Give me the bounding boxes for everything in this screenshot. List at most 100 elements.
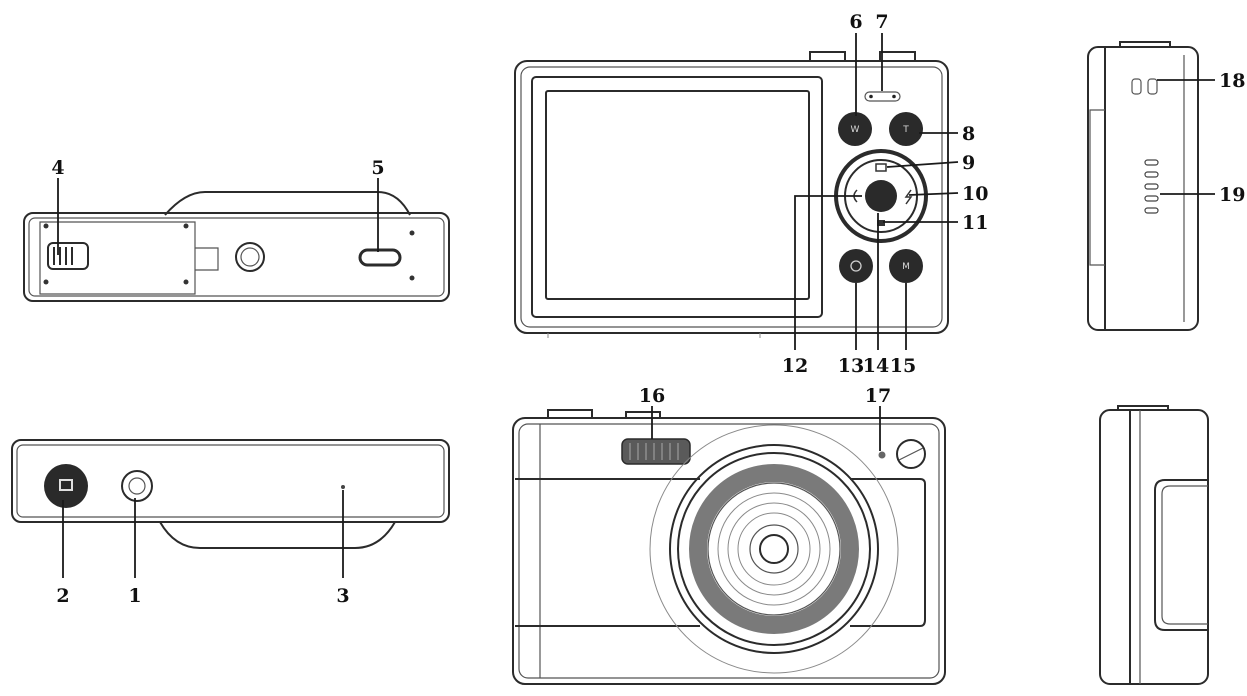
self-timer-led (878, 451, 886, 459)
playback-icon (850, 260, 862, 272)
side-grip-outline (1089, 109, 1105, 266)
leader-10 (908, 192, 959, 196)
lens-element (717, 492, 831, 606)
screw (409, 230, 415, 236)
front-view-inner-edge (518, 423, 940, 679)
lens-ring (689, 464, 859, 634)
lens-barrel (669, 444, 879, 654)
leader-12 (794, 195, 862, 350)
callout-9: 9 (962, 152, 975, 174)
side-view-body (1099, 409, 1209, 685)
shutter-button (121, 470, 153, 502)
ok-button (865, 180, 897, 212)
callout-4: 4 (51, 157, 64, 179)
side-door (1154, 479, 1208, 631)
zoom-out-button (838, 112, 872, 146)
camera-back-view: W T M (514, 51, 949, 338)
callout-18: 18 (1219, 70, 1245, 92)
front-top-bump (547, 409, 593, 418)
right-flash-icon (904, 189, 913, 205)
up-mode-icon (875, 163, 887, 172)
camera-bottom-view (11, 439, 450, 549)
battery-door-latch (47, 242, 89, 270)
menu-button (889, 249, 923, 283)
callout-numbers: 4 5 2 1 3 6 7 8 9 10 11 12 13 14 15 16 1… (51, 11, 1245, 607)
callout-10: 10 (962, 183, 988, 205)
callout-1: 1 (128, 585, 141, 607)
flash-window (621, 438, 691, 465)
lens-outer-guide (649, 424, 899, 674)
front-top-bump (625, 411, 661, 418)
camera-side-view-left (1099, 405, 1209, 685)
callout-13: 13 (838, 355, 864, 377)
lens-element (737, 512, 811, 586)
side-door-inner (1161, 485, 1208, 625)
power-icon (59, 479, 73, 491)
top-button-bump (809, 51, 846, 61)
screw (183, 279, 189, 285)
top-view-grip-hump (164, 191, 411, 216)
menu-glyph: M (902, 262, 910, 272)
callout-17: 17 (865, 385, 891, 407)
callout-2: 2 (56, 585, 69, 607)
callout-lines (57, 33, 1215, 578)
lcd-screen (545, 90, 810, 300)
front-lens-sensor (896, 439, 926, 469)
top-button-bump (879, 51, 916, 61)
back-view-body (514, 60, 949, 334)
lens-barrel-inner (677, 452, 871, 646)
callout-3: 3 (336, 585, 349, 607)
screw (43, 223, 49, 229)
callout-6: 6 (849, 11, 862, 33)
lens-element (727, 502, 821, 596)
callout-11: 11 (962, 212, 988, 234)
door-hinge (195, 247, 219, 271)
playback-button (839, 249, 873, 283)
shutter-button-inner (128, 477, 146, 495)
bottom-view-body (11, 439, 450, 523)
callout-15: 15 (890, 355, 916, 377)
camera-top-view (23, 191, 450, 302)
callout-5: 5 (371, 157, 384, 179)
lens-center (759, 534, 789, 564)
bottom-view-inner-edge (16, 444, 445, 518)
leader-9 (886, 161, 959, 168)
sensor-highlight (898, 447, 924, 461)
zoom-in-button (889, 112, 923, 146)
side-top-bump (1117, 405, 1169, 410)
tripod-socket (235, 242, 265, 272)
side-view-body (1087, 46, 1199, 331)
indicator-dot (892, 94, 896, 99)
strap-eyelet (1147, 78, 1158, 95)
battery-door (39, 221, 196, 295)
indicator-lights (864, 91, 901, 102)
zoom-out-glyph: W (851, 125, 860, 135)
speaker-grille (1144, 159, 1159, 214)
power-button (44, 464, 88, 508)
lens-element (707, 482, 841, 616)
strap-eyelet (1131, 78, 1142, 95)
screw (183, 223, 189, 229)
bottom-view-grip-hump (159, 521, 396, 549)
side-top-bump (1119, 41, 1171, 47)
screen-bezel (531, 76, 823, 318)
callout-16: 16 (639, 385, 665, 407)
front-grip-panel (850, 478, 926, 627)
screw (409, 275, 415, 281)
callout-7: 7 (875, 11, 888, 33)
camera-side-view-right (1087, 41, 1199, 331)
back-view-inner-edge (520, 66, 943, 328)
indicator-dot (869, 94, 873, 99)
zoom-in-glyph: T (902, 125, 909, 135)
camera-front-view (512, 409, 946, 685)
flash-ridges (629, 443, 679, 460)
lens-element (749, 524, 799, 574)
usb-c-port (358, 248, 402, 267)
callout-8: 8 (962, 123, 975, 145)
tripod-socket-inner (240, 247, 260, 267)
screw (43, 279, 49, 285)
callout-19: 19 (1219, 184, 1245, 206)
top-view-body (23, 212, 450, 302)
